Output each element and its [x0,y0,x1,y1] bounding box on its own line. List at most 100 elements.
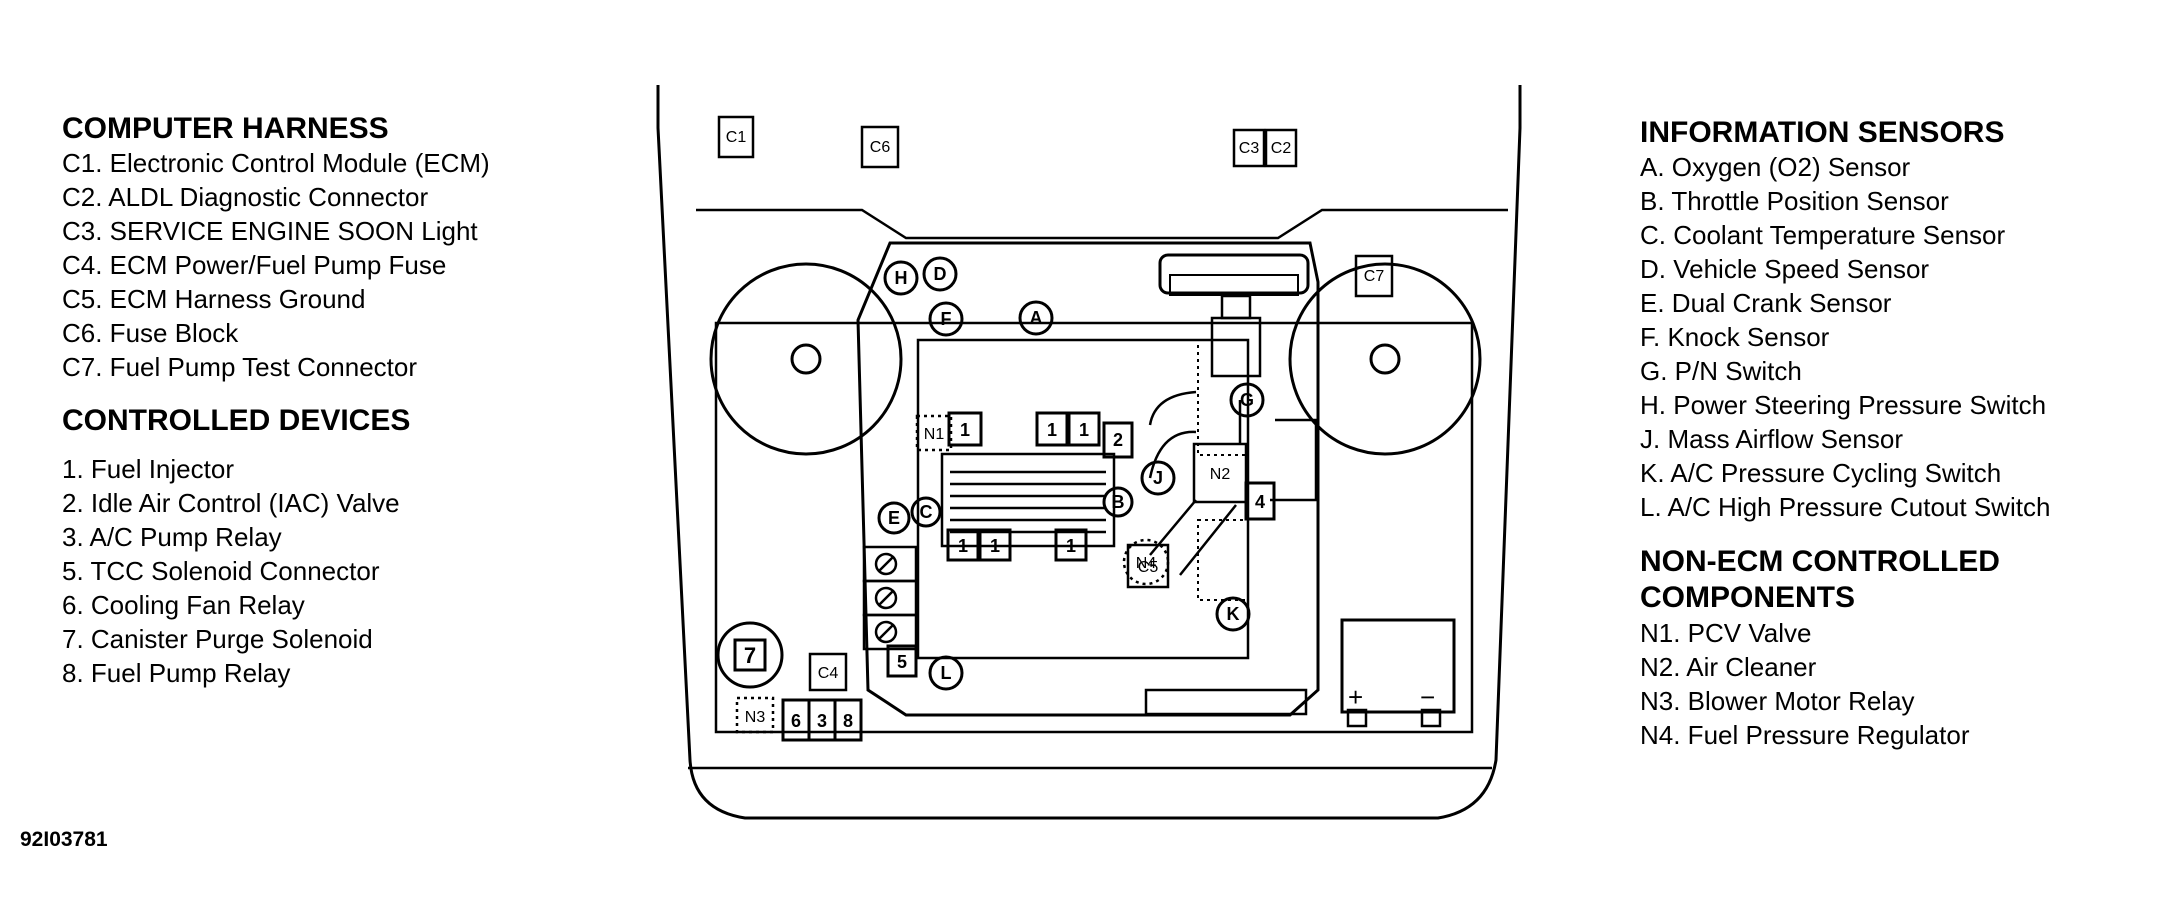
legend-item: C2. ALDL Diagnostic Connector [62,182,429,212]
legend-item: B. Throttle Position Sensor [1640,186,1949,216]
legend-item: C. Coolant Temperature Sensor [1640,220,2006,250]
left-legend: COMPUTER HARNESS C1. Electronic Control … [62,112,490,690]
legend-item: C7. Fuel Pump Test Connector [62,352,418,382]
n1-label: N1 [924,426,945,443]
device-1a-box [947,411,983,447]
sensor-k-label: K [1227,604,1240,624]
legend-item: 8. Fuel Pump Relay [62,658,291,688]
non-ecm-list: N1. PCV Valve N2. Air Cleaner N3. Blower… [1640,616,2050,752]
legend-item: C1. Electronic Control Module (ECM) [62,148,490,178]
right-strut-tower [1288,262,1482,456]
legend-item: N4. Fuel Pressure Regulator [1640,720,1970,750]
sensor-e-circle [877,501,911,535]
c2-label: C2 [1271,140,1292,157]
n2-label: N2 [1210,466,1231,483]
relay-stack [862,545,918,651]
legend-item: G. P/N Switch [1640,356,1802,386]
legend-item: N3. Blower Motor Relay [1640,686,1915,716]
legend-item: C6. Fuse Block [62,318,239,348]
sensor-c-circle [910,496,942,528]
sensor-j-label: J [1153,468,1163,488]
relay-1-box [862,545,918,583]
c3-label: C3 [1239,140,1260,157]
n1-connector-box [915,414,953,452]
right-legend: INFORMATION SENSORS A. Oxygen (O2) Senso… [1640,116,2050,752]
inner-compartment [714,321,1474,734]
legend-item: 7. Canister Purge Solenoid [62,624,373,654]
c1-label: C1 [726,129,747,146]
controlled-devices-section: CONTROLLED DEVICES 1. Fuel Injector 2. I… [62,404,490,690]
device-1e-label: 1 [990,536,1000,556]
legend-item: N1. PCV Valve [1640,618,1812,648]
c3-connector-box [1232,128,1266,168]
oil-pan [1144,688,1308,716]
legend-item: 3. A/C Pump Relay [62,522,282,552]
legend-item: K. A/C Pressure Cycling Switch [1640,458,2002,488]
device-1f-box [1054,528,1088,562]
sensor-b-circle [1102,486,1134,518]
n4-dotted-circle [1122,538,1170,586]
sensor-e-label: E [888,508,900,528]
device-1c-box [1067,411,1101,447]
legend-item: E. Dual Crank Sensor [1640,288,1892,318]
information-sensors-list: A. Oxygen (O2) Sensor B. Throttle Positi… [1640,150,2050,524]
sensor-h-circle [883,260,919,296]
legend-item: H. Power Steering Pressure Switch [1640,390,2047,420]
battery-pos-label: + [1348,682,1363,712]
sensor-d-circle [922,256,958,292]
figure-id: 92I03781 [20,828,108,851]
c5-label: C5 [1138,559,1159,576]
c4-connector-box [808,652,848,692]
non-ecm-title-line1: NON-ECM CONTROLLED [1640,545,2000,578]
n2-dotted [1197,519,1249,601]
device-2-label: 2 [1113,430,1123,450]
legend-item: 6. Cooling Fan Relay [62,590,305,620]
relay-3-slot [874,620,898,644]
sensor-g-circle [1229,382,1265,418]
device-5-label: 5 [897,652,907,672]
sensor-a-circle [1018,300,1054,336]
air-cleaner-dotted [1197,339,1249,456]
sensor-c-label: C [920,502,933,522]
legend-item: C3. SERVICE ENGINE SOON Light [62,216,478,246]
device-1f-label: 1 [1066,536,1076,556]
information-sensors-section: INFORMATION SENSORS A. Oxygen (O2) Senso… [1640,116,2050,524]
air-box-neck [1220,294,1252,320]
sensor-g-label: G [1240,390,1254,410]
battery-post-neg [1420,708,1442,728]
legend-item: D. Vehicle Speed Sensor [1640,254,1930,284]
computer-harness-section: COMPUTER HARNESS C1. Electronic Control … [62,112,490,384]
right-strut-inner [1369,343,1401,375]
battery-neg-label: − [1420,682,1435,712]
battery-case [1340,618,1456,714]
device-1a-label: 1 [960,420,970,440]
c1-connector-box [717,115,755,159]
device-8-label: 8 [843,711,853,731]
legend-item: C4. ECM Power/Fuel Pump Fuse [62,250,447,280]
air-box-top [1158,253,1310,295]
device-1b-box [1035,411,1069,447]
air-duct-lower [1149,499,1237,576]
controlled-devices-title: CONTROLLED DEVICES [62,404,411,437]
device-7-circle [716,621,784,689]
sensor-b-label: B [1112,492,1125,512]
c6-label: C6 [870,139,891,156]
relay-1-slot [874,552,898,576]
sensor-k-circle [1215,596,1251,632]
throttle-body [940,452,1116,548]
fender-outline [656,85,1522,820]
sensor-f-circle [928,301,964,337]
device-5-box [886,644,918,678]
c7-label: C7 [1364,268,1385,285]
device-1d-box [946,528,980,562]
c5-connector-box [1126,543,1170,589]
legend-item: N2. Air Cleaner [1640,652,1817,682]
air-duct [1148,390,1197,479]
right-strut-outer [1288,262,1482,456]
legend-item: L. A/C High Pressure Cutout Switch [1640,492,2051,522]
device-1d-label: 1 [958,536,968,556]
legend-item: J. Mass Airflow Sensor [1640,424,1903,454]
device-4-label: 4 [1255,492,1265,512]
legend-item: 1. Fuel Injector [62,454,234,484]
